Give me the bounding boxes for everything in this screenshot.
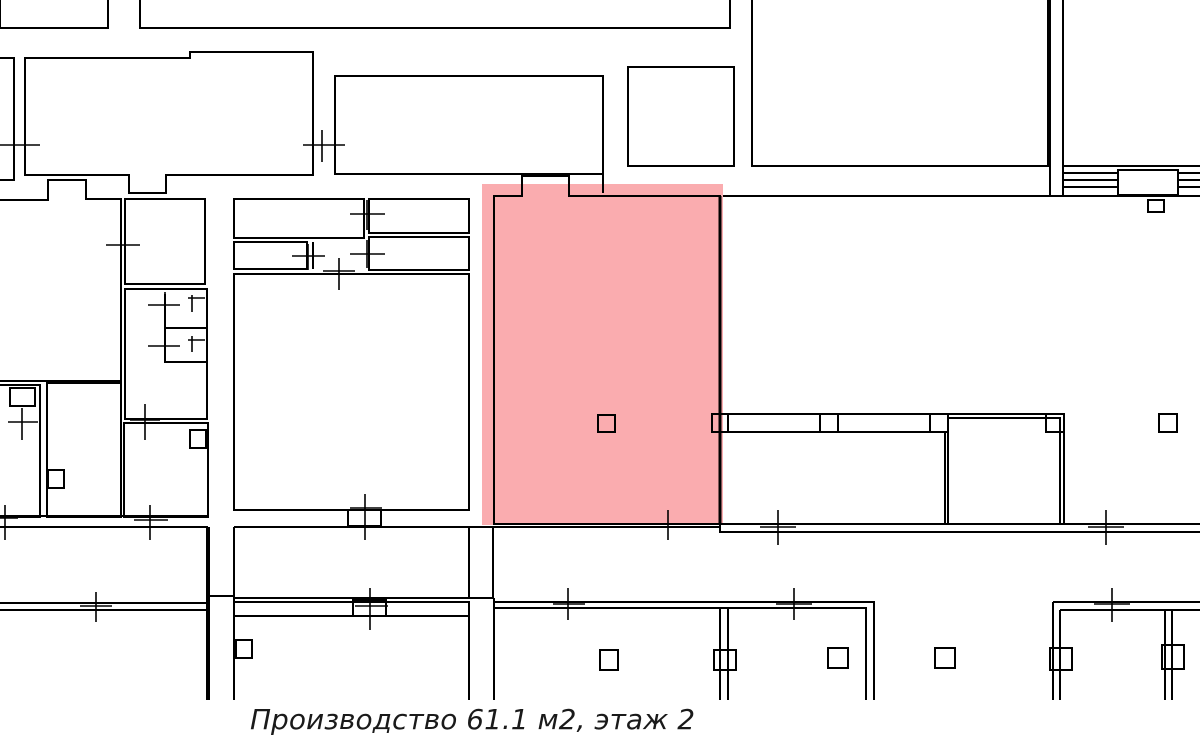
floor-plan — [0, 0, 1200, 700]
door-marks — [0, 130, 1130, 630]
unit-caption: Производство 61.1 м2, этаж 2 — [250, 703, 696, 736]
room-outlines — [0, 0, 1200, 700]
highlighted-unit[interactable] — [482, 184, 723, 525]
